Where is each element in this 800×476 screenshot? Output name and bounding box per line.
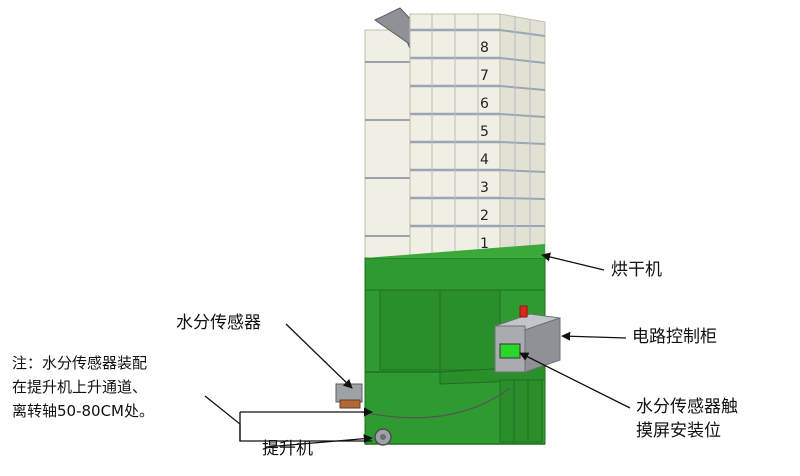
tier-number-1: 1 [480,236,489,252]
note-line-3: 离转轴50-80CM处。 [12,402,155,420]
dryer-arrow [541,252,605,271]
label-elevator: 提升机 [262,439,313,459]
tier-number-5: 5 [480,124,489,140]
label-dryer: 烘干机 [611,260,662,280]
sensor-box [335,383,363,409]
tier-number-3: 3 [480,180,489,196]
tier-number-4: 4 [480,152,489,168]
tier-number-8: 8 [480,40,489,56]
tier-number-6: 6 [480,96,489,112]
label-touchscreen-line1: 水分传感器触 [636,397,738,417]
label-sensor: 水分传感器 [176,313,261,333]
touchscreen-arrow [519,352,631,409]
dryer-tower [409,13,546,259]
tier-numbers: 8 7 6 5 4 3 2 1 [480,40,489,252]
sensor-arrow [285,323,353,389]
note-line-1: 注：水分传感器装配 [12,354,148,372]
cable [361,387,511,419]
label-touchscreen-line2: 摸屏安装位 [636,421,721,441]
note-line-2: 在提升机上升通道、 [12,378,148,396]
label-control-cabinet: 电路控制柜 [632,327,717,347]
beacon-light [519,305,528,318]
elevator-arrow [265,434,373,448]
touchscreen [499,343,521,359]
elevator-motor [374,428,392,446]
control-cabinet [494,305,561,373]
tier-number-7: 7 [480,68,489,84]
cabinet-arrow [561,331,627,341]
tier-number-2: 2 [480,208,489,224]
